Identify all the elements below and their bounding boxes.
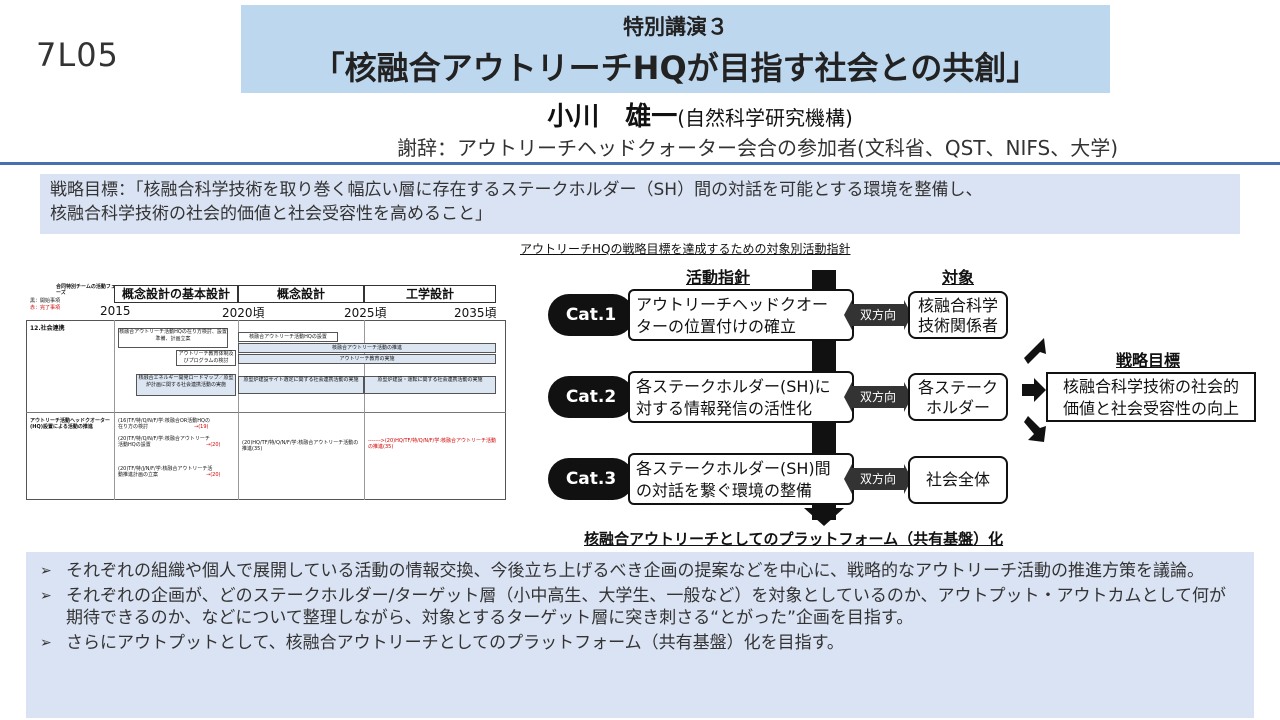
header-divider	[0, 162, 1280, 165]
cat-3-target: 社会全体	[908, 456, 1008, 504]
target-line: 核融合科学	[917, 296, 998, 315]
gantt-row1-label: 12.社会連携	[30, 325, 65, 332]
gantt-legend-red: 赤：完了事項	[30, 305, 61, 311]
goal-line-1: 戦略目標：「核融合科学技術を取り巻く幅広い層に存在するステークホルダー（SH）間…	[50, 180, 983, 200]
phase-3: 工学設計	[364, 285, 496, 303]
head-target: 対象	[942, 268, 975, 287]
speaker-name: 小川 雄一	[547, 102, 678, 132]
title-sub: 特別講演３	[623, 15, 728, 39]
gantt-bar: 原型炉建設・運転に関する社会連携活動の実施	[364, 376, 496, 394]
page-title: 「核融合アウトリーチHQが目指す社会との共創」	[312, 49, 1039, 87]
cat-2-target: 各ステーク ホルダー	[908, 373, 1008, 421]
cat-1-oval: Cat.1	[548, 294, 634, 336]
gantt-item: →(20)	[206, 472, 221, 478]
year-2020: 2020頃	[222, 306, 265, 320]
goal-arrows	[1022, 338, 1046, 442]
phase-2: 概念設計	[238, 285, 364, 303]
cat-3-oval: Cat.3	[548, 458, 634, 500]
bullet-text: それぞれの企画が、どのステークホルダー/ターゲット層（小中高生、大学生、一般など…	[66, 586, 1227, 628]
platform-label: 核融合アウトリーチとしてのプラットフォーム（共有基盤）化	[584, 530, 1004, 548]
gantt-item: (20)TF/特/Q/N/F/学:核融合アウトリーチ活動HQの設置	[118, 436, 210, 448]
gantt-row-divider	[26, 412, 506, 413]
gantt-bar: 核融合アウトリーチ活動の推進	[238, 343, 496, 353]
list-item: ➢ さらにアウトプットとして、核融合アウトリーチとしてのプラットフォーム（共有基…	[40, 632, 1240, 654]
gantt-item: ------->(20)HQ/TF/特/Q/N/F/学:核融合アウトリーチ活動の…	[368, 438, 497, 450]
activity-line: 各ステークホルダー(SH)に	[636, 377, 831, 396]
speaker: 小川 雄一(自然科学研究機構)	[0, 96, 1280, 133]
bullet-arrow-icon: ➢	[40, 635, 52, 651]
gantt-frame	[26, 320, 506, 500]
gantt-item: →(20)	[206, 442, 221, 448]
bullet-arrow-icon: ➢	[40, 563, 52, 579]
target-line: 社会全体	[925, 470, 990, 489]
activity-diagram: アウトリーチHQの戦略目標を達成するための対象別活動指針 活動指針 対象 戦略目…	[510, 240, 1270, 550]
gantt-col-divider	[364, 320, 365, 500]
bullet-list: ➢ それぞれの組織や個人で展開している活動の情報交換、今後立ち上げるべき企画の提…	[26, 552, 1254, 718]
year-2015: 2015	[100, 304, 131, 318]
gantt-row2-label: アウトリーチ活動ヘッドクオーター(HQ)設置による活動の推進	[30, 418, 111, 430]
arrow-down-right-icon	[1024, 416, 1046, 442]
gantt-bar: 核融合アウトリーチ活動HQの設置	[238, 332, 338, 342]
target-line: 各ステーク	[917, 378, 998, 397]
goal-line: 核融合科学技術の社会的	[1062, 377, 1239, 396]
cat-3-activity: 各ステークホルダー(SH)間 の対話を繋ぐ環境の整備	[628, 453, 854, 505]
goal-line: 価値と社会受容性の向上	[1062, 399, 1239, 418]
gantt-bar: 原型炉建設サイト選定に関する社会連携活動の実施	[238, 376, 364, 394]
activity-line: アウトリーチヘッドクオー	[636, 295, 829, 314]
cat-3-bidirectional: 双方向	[844, 464, 912, 494]
goal-line-2: 核融合科学技術の社会的価値と社会受容性を高めること」	[50, 204, 492, 224]
activity-line: 対する情報発信の活性化	[636, 399, 813, 418]
slide-code: 7L05	[36, 36, 119, 74]
head-goal: 戦略目標	[1116, 351, 1181, 370]
gantt-col-divider	[114, 320, 115, 500]
target-line: 技術関係者	[917, 316, 998, 335]
head-activity: 活動指針	[686, 268, 751, 287]
year-2025: 2025頃	[344, 306, 387, 320]
bullet-arrow-icon: ➢	[40, 588, 52, 604]
gantt-bar: 核融合アウトリーチ活動HQの在り方検討、設置準備、計画立案	[118, 328, 228, 348]
strategic-goal-target: 核融合科学技術の社会的 価値と社会受容性の向上	[1046, 372, 1256, 422]
gantt-bar: アウトリーチ教育体制及びプログラムの検討	[176, 350, 236, 366]
speaker-affiliation: (自然科学研究機構)	[677, 106, 853, 130]
list-item: ➢ それぞれの企画が、どのステークホルダー/ターゲット層（小中高生、大学生、一般…	[40, 585, 1240, 629]
strategic-goal-box: 戦略目標：「核融合科学技術を取り巻く幅広い層に存在するステークホルダー（SH）間…	[40, 174, 1240, 234]
gantt-col-divider	[238, 320, 239, 500]
gantt-item: (16)TF/特/Q/N/F/学:核融合OR活動HQの在り方の検討	[118, 418, 210, 430]
target-line: ホルダー	[925, 398, 990, 417]
activity-line: の対話を繋ぐ環境の整備	[636, 481, 813, 500]
cat-2-bidirectional: 双方向	[844, 382, 912, 412]
gantt-item: →(19)	[194, 424, 209, 430]
cat-2-oval: Cat.2	[548, 376, 634, 418]
roadmap-table: 合同特別チームの活動フェーズ 黒：開始事項 赤：完了事項 概念設計の基本設計 概…	[26, 282, 506, 500]
activity-line: ターの位置付けの確立	[636, 317, 797, 336]
gantt-header-label: 合同特別チームの活動フェーズ	[56, 284, 116, 296]
cat-1-bidirectional: 双方向	[844, 300, 912, 330]
title-box: 特別講演３ 「核融合アウトリーチHQが目指す社会との共創」	[241, 5, 1110, 93]
bullet-text: さらにアウトプットとして、核融合アウトリーチとしてのプラットフォーム（共有基盤）…	[66, 633, 844, 653]
cat-1-activity: アウトリーチヘッドクオー ターの位置付けの確立	[628, 289, 854, 341]
gantt-item: (20)TF/特/J/N/F/学:核融合アウトリーチ活動推進計画の立案	[118, 466, 213, 478]
bullet-text: それぞれの組織や個人で展開している活動の情報交換、今後立ち上げるべき企画の提案な…	[66, 561, 1204, 581]
gantt-legend-black: 黒：開始事項	[30, 298, 61, 304]
spine-arrow-tip	[804, 508, 844, 526]
arrow-right-icon	[1022, 378, 1046, 402]
gantt-item: (20)HQ/TF/特/Q/N/F/学:核融合アウトリーチ活動の推進(35)	[242, 440, 359, 452]
cat-1-target: 核融合科学 技術関係者	[908, 291, 1008, 339]
activity-line: 各ステークホルダー(SH)間	[636, 459, 831, 478]
arrow-up-right-icon	[1024, 338, 1046, 364]
cat-2-activity: 各ステークホルダー(SH)に 対する情報発信の活性化	[628, 371, 854, 423]
gantt-bar: アウトリーチ教育の実施	[238, 354, 496, 364]
acknowledgement: 謝辞：アウトリーチヘッドクォーター会合の参加者(文科省、QST、NIFS、大学)	[397, 136, 1118, 160]
gantt-bar: 核融合エネルギー開発ロードマップ／原型炉計画に関する社会連携活動の実施	[136, 374, 236, 396]
phase-1: 概念設計の基本設計	[114, 285, 238, 303]
diagram-title: アウトリーチHQの戦略目標を達成するための対象別活動指針	[520, 242, 851, 256]
list-item: ➢ それぞれの組織や個人で展開している活動の情報交換、今後立ち上げるべき企画の提…	[40, 560, 1240, 582]
year-2035: 2035頃	[454, 306, 497, 320]
